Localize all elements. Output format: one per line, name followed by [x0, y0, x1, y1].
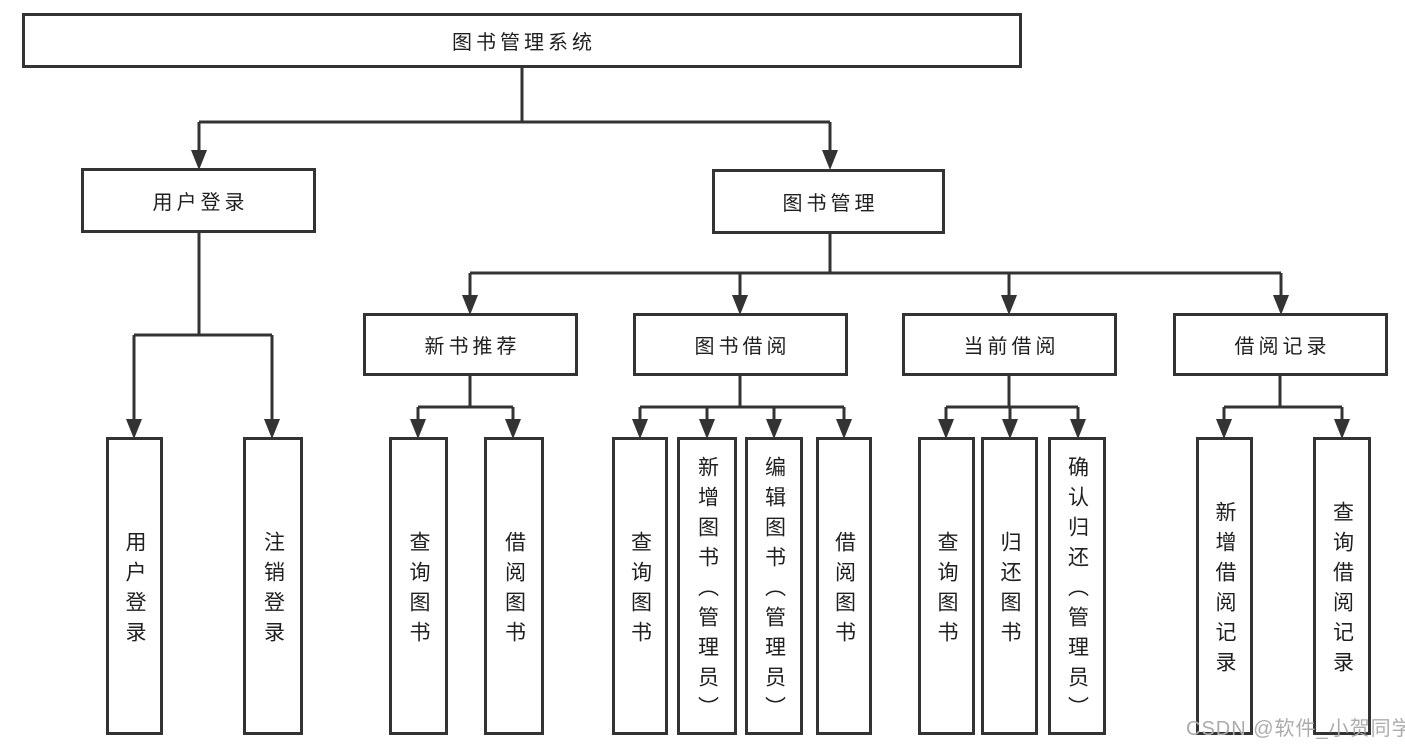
arrow-down-icon: [1216, 419, 1232, 439]
arrow-down-icon: [632, 419, 648, 439]
leaf-add-borrow-record-label: 新增借阅记录: [1213, 500, 1236, 681]
leaf-edit-book-admin: 编辑图书（管理员）: [745, 437, 803, 735]
node-user-login-label: 用户登录: [152, 192, 249, 214]
leaf-add-book-admin-label: 新增图书（管理员）: [695, 455, 719, 726]
arrow-down-icon: [505, 419, 521, 439]
watermark: CSDN @软件_小贺同学: [1186, 718, 1405, 740]
leaf-borrow-books-label: 借阅图书: [832, 530, 856, 651]
arrow-down-icon: [462, 295, 478, 315]
node-book-management-label: 图书管理: [782, 193, 879, 215]
node-new-book-recommend: 新书推荐: [363, 313, 578, 376]
leaf-query-borrow-record-label: 查询借阅记录: [1330, 500, 1354, 681]
leaf-borrow-books: 借阅图书: [816, 437, 872, 735]
arrow-down-icon: [836, 419, 852, 439]
connector-paths: [132, 68, 1344, 422]
leaf-query-borrow-record: 查询借阅记录: [1313, 437, 1371, 735]
arrow-down-icon: [1070, 419, 1086, 439]
leaf-borrow-books-recommend-label: 借阅图书: [502, 530, 526, 651]
leaf-borrow-books-recommend: 借阅图书: [484, 437, 544, 735]
leaf-add-borrow-record: 新增借阅记录: [1196, 437, 1253, 735]
node-library-system: 图书管理系统: [22, 13, 1022, 68]
leaf-user-login-label: 用户登录: [123, 530, 146, 651]
leaf-user-login: 用户登录: [106, 437, 163, 735]
arrow-down-icon: [410, 419, 426, 439]
leaf-confirm-return-admin: 确认归还（管理员）: [1048, 437, 1106, 735]
arrowheads: [126, 150, 1350, 439]
leaf-return-book: 归还图书: [981, 437, 1038, 735]
leaf-query-books-current: 查询图书: [918, 437, 975, 735]
leaf-query-books-recommend: 查询图书: [389, 437, 448, 735]
node-current-borrowing: 当前借阅: [902, 313, 1117, 376]
arrow-down-icon: [1002, 419, 1018, 439]
leaf-query-books-current-label: 查询图书: [935, 530, 958, 651]
node-user-login: 用户登录: [81, 168, 316, 233]
arrow-down-icon: [264, 419, 280, 439]
arrow-down-icon: [822, 150, 838, 170]
leaf-query-books-recommend-label: 查询图书: [407, 530, 430, 651]
node-library-system-label: 图书管理系统: [452, 32, 596, 54]
arrow-down-icon: [1001, 295, 1017, 315]
node-current-borrowing-label: 当前借阅: [963, 336, 1060, 358]
arrow-down-icon: [191, 150, 207, 170]
node-book-borrowing: 图书借阅: [633, 313, 848, 376]
arrow-down-icon: [1273, 295, 1289, 315]
leaf-logout: 注销登录: [243, 437, 303, 735]
arrow-down-icon: [938, 419, 954, 439]
node-borrowing-records: 借阅记录: [1173, 313, 1388, 376]
leaf-add-book-admin: 新增图书（管理员）: [677, 437, 737, 735]
leaf-logout-label: 注销登录: [261, 530, 285, 651]
arrow-down-icon: [699, 419, 715, 439]
arrow-down-icon: [1334, 419, 1350, 439]
leaf-query-books-borrow-label: 查询图书: [628, 530, 652, 651]
node-book-borrowing-label: 图书借阅: [694, 336, 791, 358]
leaf-confirm-return-admin-label: 确认归还（管理员）: [1065, 455, 1089, 726]
arrow-down-icon: [732, 295, 748, 315]
leaf-return-book-label: 归还图书: [998, 530, 1021, 651]
arrow-down-icon: [126, 419, 142, 439]
arrow-down-icon: [766, 419, 782, 439]
leaf-query-books-borrow: 查询图书: [612, 437, 668, 735]
leaf-edit-book-admin-label: 编辑图书（管理员）: [762, 455, 786, 726]
node-book-management: 图书管理: [712, 169, 945, 234]
node-new-book-recommend-label: 新书推荐: [424, 336, 521, 358]
node-borrowing-records-label: 借阅记录: [1234, 336, 1331, 358]
